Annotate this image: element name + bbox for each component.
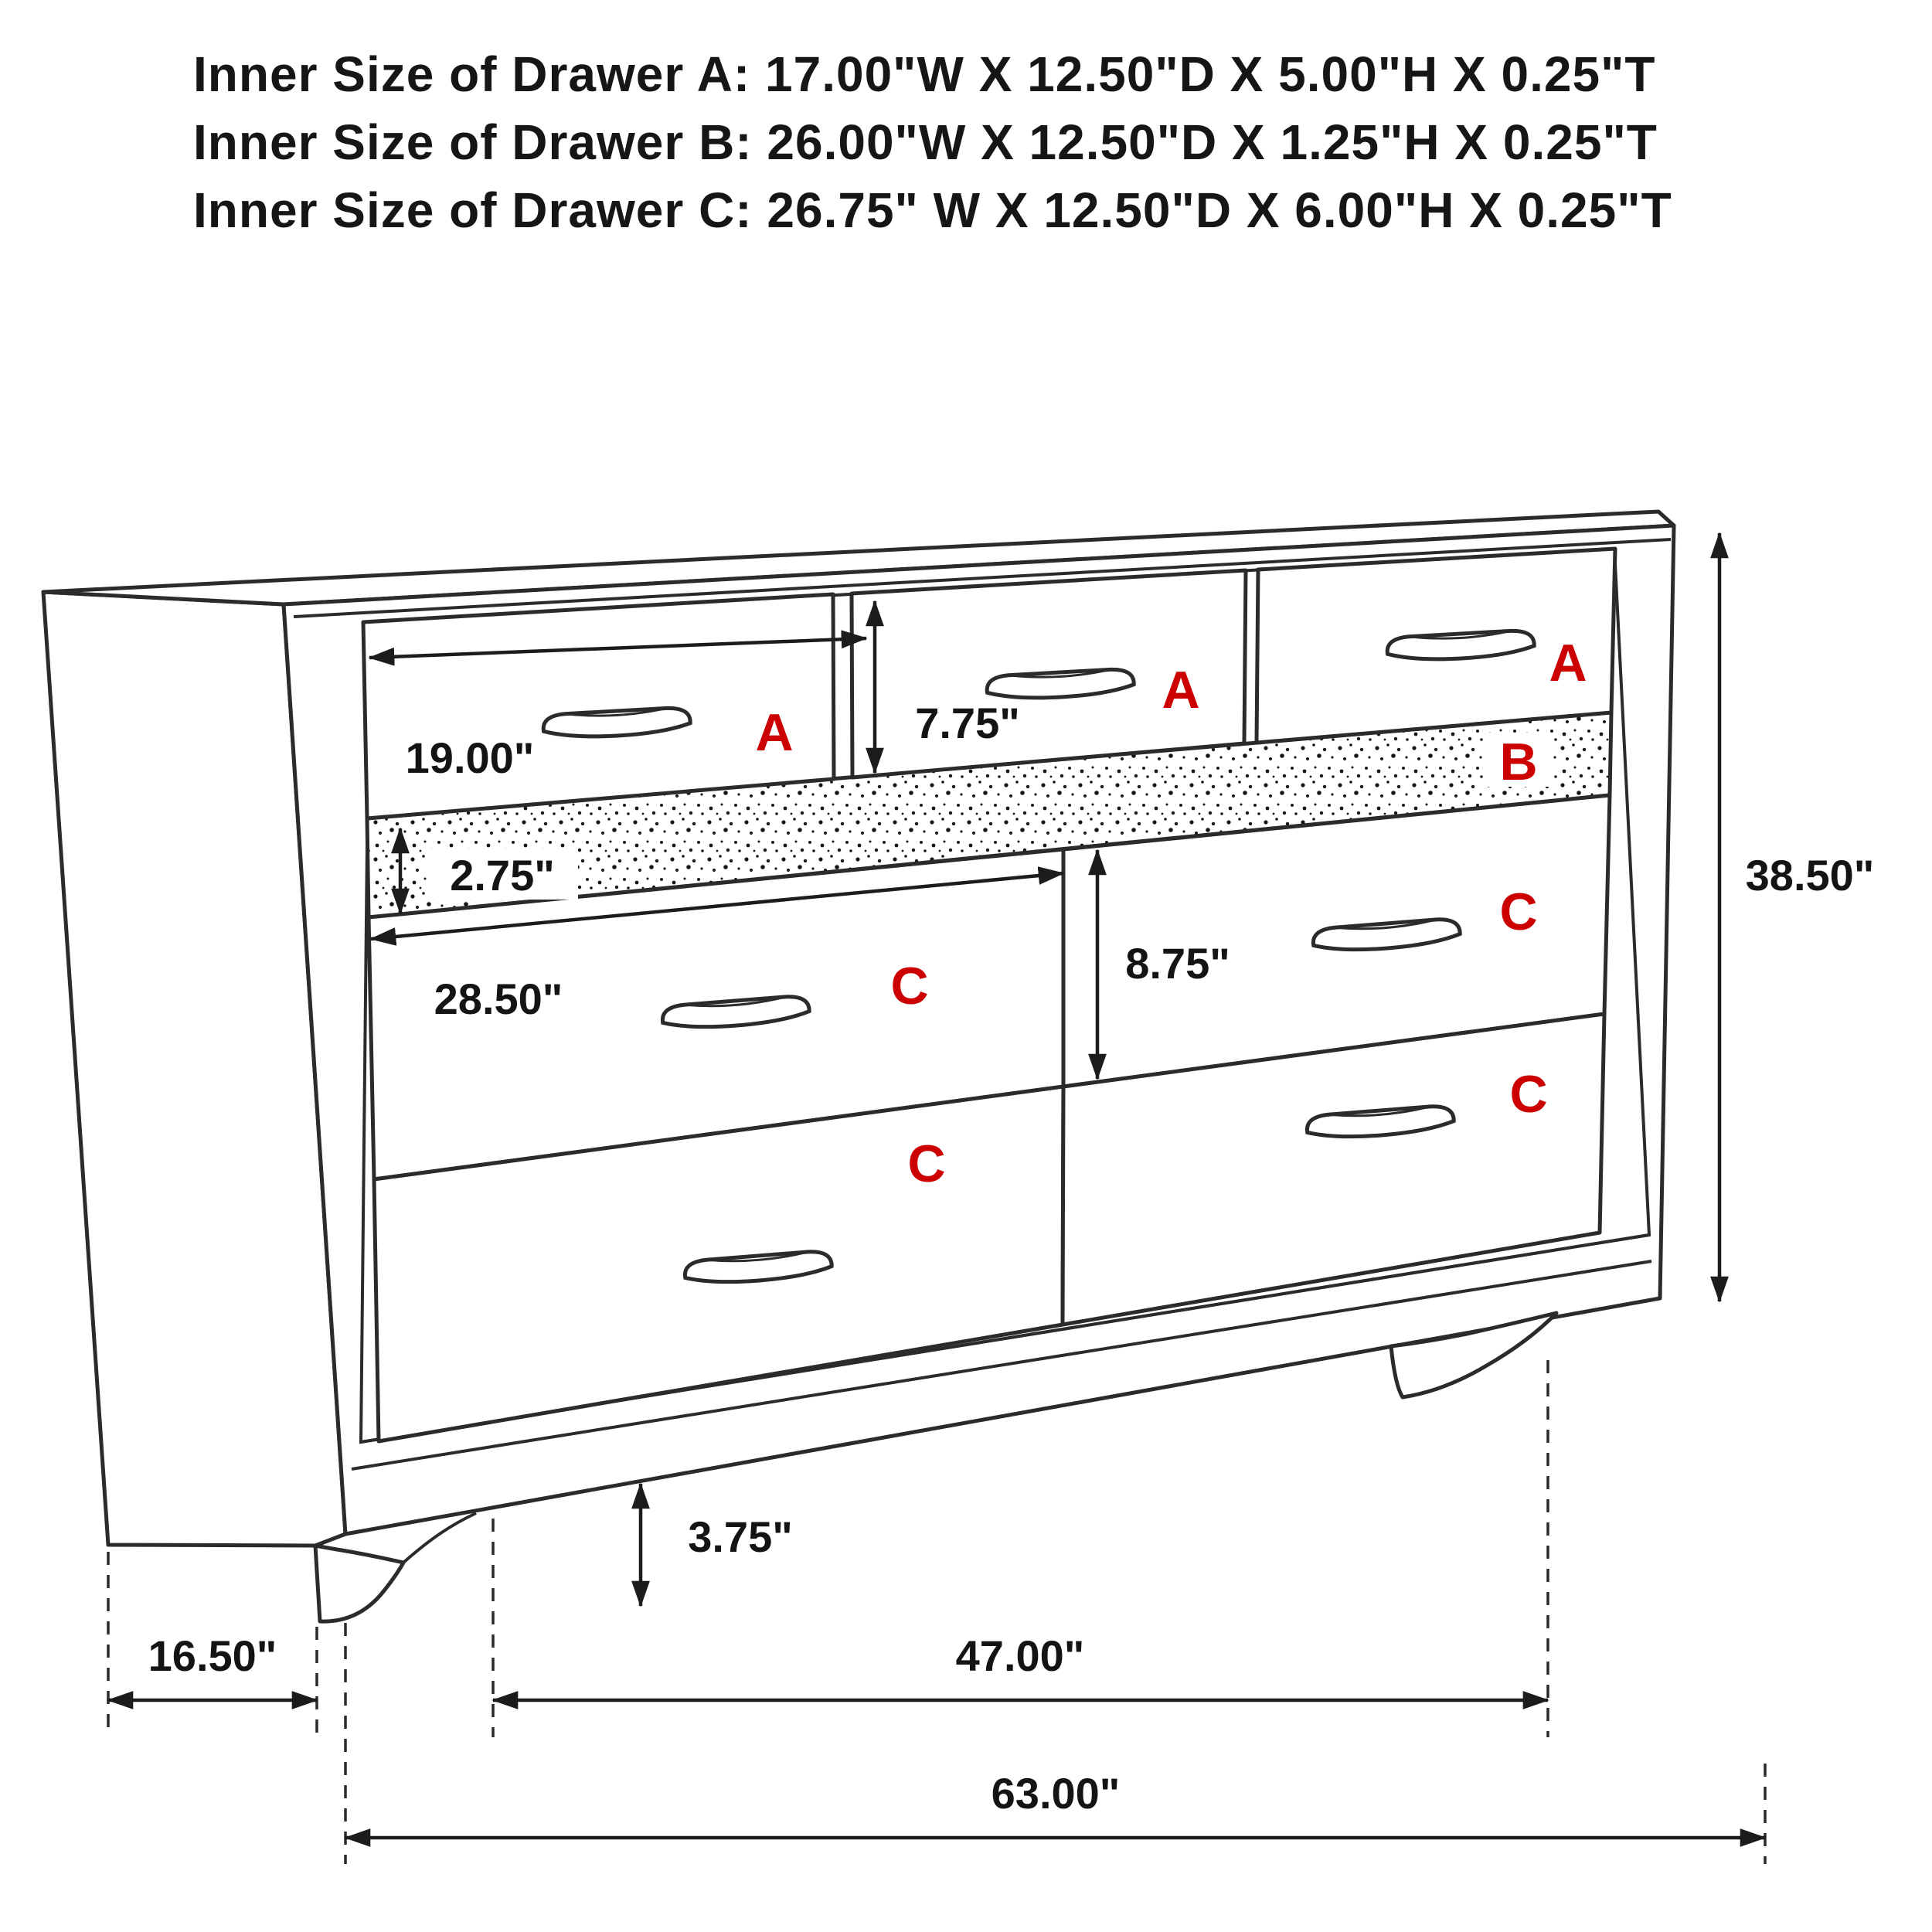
top-bevel-line (293, 538, 1672, 618)
header-line-drawer-b: Inner Size of Drawer B: 26.00"W X 12.50"… (193, 114, 1658, 170)
drawer-label-top-left: A (755, 703, 793, 762)
dimension-label: 2.75" (450, 851, 555, 900)
dimension-label: 8.75" (1125, 939, 1230, 988)
dresser-left-foot (313, 1543, 406, 1624)
dimension-label: 28.50" (434, 975, 563, 1023)
drawer-c-bottom-right (1060, 1012, 1607, 1327)
dimension-drawer-a-width: 19.00" (368, 630, 868, 782)
dimension-label: 3.75" (688, 1512, 793, 1561)
plinth-line-lower (351, 1260, 1652, 1471)
dimension-overall-width: 63.00" (344, 1623, 1767, 1864)
label-halo-b (1485, 733, 1553, 787)
drawer-label-mid-left: C (890, 957, 928, 1015)
dimension-label: 19.00" (406, 733, 535, 782)
drawer-label-tray-b: B (1499, 733, 1537, 791)
dresser-drawing (41, 509, 1676, 1624)
header-line-drawer-a: Inner Size of Drawer A: 17.00"W X 12.50"… (193, 46, 1656, 102)
drawer-label-mid-right: C (1499, 883, 1537, 941)
drawer-letters: A A A B C C C C (755, 634, 1587, 1193)
dimension-annotations: 19.00" 7.75" 2.75" 28.50" 8.75" 38.50" (107, 532, 1875, 1864)
dresser-right-foot (1389, 1311, 1559, 1400)
drawer-label-bottom-right: C (1509, 1065, 1547, 1124)
header-line-drawer-c: Inner Size of Drawer C: 26.75" W X 12.50… (193, 182, 1672, 238)
dimension-label: 38.50" (1746, 851, 1875, 900)
drawer-label-bottom-left: C (907, 1134, 945, 1193)
header-text: Inner Size of Drawer A: 17.00"W X 12.50"… (193, 46, 1672, 238)
dimension-leg-height: 3.75" (631, 1482, 793, 1607)
drawer-label-top-right: A (1549, 634, 1587, 692)
dimension-drawer-a-height: 7.75" (866, 600, 1020, 774)
dimension-label: 16.50" (148, 1631, 277, 1680)
dimension-label: 47.00" (956, 1631, 1085, 1680)
dimension-overall-height: 38.50" (1710, 532, 1875, 1303)
dimension-leg-span: 47.00" (492, 1360, 1549, 1737)
dimension-label: 63.00" (992, 1769, 1121, 1818)
dimension-arrow (368, 630, 868, 666)
dimension-overall-depth: 16.50" (107, 1552, 318, 1737)
dimension-drawer-c-width: 28.50" (369, 866, 1065, 1023)
apron-curve-left (402, 1512, 477, 1564)
dimension-drawer-c-height: 8.75" (1088, 849, 1230, 1080)
dimension-label: 7.75" (915, 699, 1020, 747)
drawer-label-top-middle: A (1162, 661, 1199, 719)
dimension-arrow (369, 866, 1065, 946)
